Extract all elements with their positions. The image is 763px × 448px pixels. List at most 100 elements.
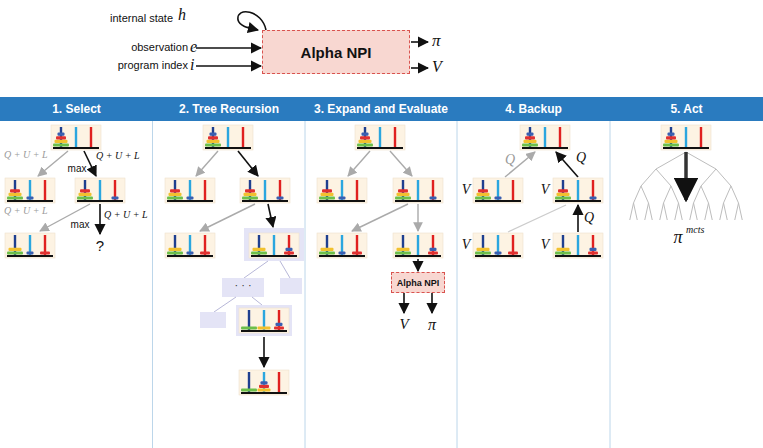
symbol: V [432, 58, 442, 76]
symbol: e [190, 38, 197, 56]
hanoi-state [249, 233, 299, 258]
hanoi-disk [357, 143, 373, 146]
search-tree-line [634, 203, 638, 220]
search-tree-line [645, 203, 649, 220]
hanoi-disk [359, 140, 372, 143]
state-ground [5, 178, 55, 203]
hanoi-disk [274, 326, 284, 329]
hanoi-state [239, 308, 289, 333]
symbol: V [541, 182, 550, 197]
hanoi-peg [685, 127, 687, 147]
hanoi-disk [495, 196, 502, 199]
recursion-box [222, 278, 264, 297]
search-tree-line [686, 152, 716, 169]
hanoi-disk [477, 248, 490, 251]
symbol: π [673, 228, 682, 248]
hanoi-disk [170, 189, 180, 192]
tree-arrow [99, 204, 101, 234]
state-ground [473, 178, 523, 203]
tree-arrow [390, 151, 412, 176]
search-tree-line [656, 152, 686, 169]
hanoi-disk [80, 189, 90, 192]
hanoi-base [205, 147, 251, 149]
input-arrow [196, 47, 261, 49]
hanoi-peg [273, 235, 275, 255]
state-ground [520, 125, 570, 150]
hanoi-disk [77, 196, 93, 199]
score-label: Q + U + L [96, 150, 140, 161]
hanoi-peg [227, 127, 229, 147]
hanoi-base [395, 200, 441, 202]
hanoi-disk [276, 323, 283, 326]
hanoi-disk [665, 140, 678, 143]
hanoi-disk [522, 143, 538, 146]
tree-arrow [431, 293, 433, 313]
hanoi-disk [475, 251, 491, 254]
hanoi-state [355, 125, 405, 150]
hanoi-peg [417, 235, 419, 255]
hanoi-disk [428, 251, 438, 254]
symbol: Q [576, 150, 586, 165]
hanoi-state [553, 233, 603, 258]
search-tree-line [705, 203, 709, 220]
hanoi-disk [360, 136, 370, 139]
search-tree-line [679, 203, 683, 220]
hanoi-disk [112, 196, 119, 199]
hanoi-disk [245, 189, 255, 192]
search-tree-line [664, 186, 672, 203]
hanoi-disk [210, 133, 217, 136]
step-header: 1. Select [0, 97, 153, 121]
column-divider [457, 121, 458, 448]
hanoi-peg [577, 180, 579, 200]
hanoi-disk [588, 251, 598, 254]
search-tree-line [709, 203, 713, 220]
search-tree-line [716, 169, 731, 186]
hanoi-base [319, 255, 365, 257]
state-ground [473, 233, 523, 258]
hanoi-disk [167, 196, 183, 199]
hanoi-disk [200, 251, 210, 254]
hanoi-base [241, 330, 287, 332]
search-tree-line [701, 186, 709, 203]
model-box-text: Alpha NPI [397, 278, 440, 288]
hanoi-disk [590, 196, 597, 199]
search-tree-line [731, 186, 739, 203]
hanoi-base [663, 147, 709, 149]
hanoi-state [75, 178, 125, 203]
step-header: 2. Tree Recursion [153, 97, 305, 121]
hanoi-disk [397, 248, 410, 251]
tree-arrow [417, 259, 419, 271]
hanoi-disk [169, 193, 182, 196]
hanoi-state [240, 178, 290, 203]
hanoi-base [522, 147, 568, 149]
state-ground [203, 125, 253, 150]
step-header-text: 4. Backup [505, 102, 562, 116]
hanoi-disk [253, 248, 266, 251]
score-label: Q + U + L [4, 205, 48, 216]
hanoi-peg [75, 127, 77, 147]
hanoi-disk [319, 196, 335, 199]
hanoi-disk [322, 189, 332, 192]
hanoi-state [553, 178, 603, 203]
hanoi-disk [430, 248, 437, 251]
hanoi-base [7, 255, 53, 257]
symbol: V [399, 316, 408, 333]
model-box-text: Alpha NPI [301, 44, 372, 61]
hanoi-state [203, 125, 253, 150]
search-tree-line [675, 203, 679, 220]
hanoi-disk [352, 251, 362, 254]
hanoi-peg [264, 180, 266, 200]
output-arrow [411, 41, 428, 43]
hanoi-peg [44, 180, 46, 200]
hanoi-base [395, 255, 441, 257]
recursion-box [236, 305, 292, 336]
hanoi-peg [544, 127, 546, 147]
hanoi-disk [56, 136, 66, 139]
ellipsis: · · · [234, 279, 251, 291]
hanoi-disk [495, 251, 502, 254]
hanoi-disk [321, 193, 334, 196]
hanoi-base [357, 147, 403, 149]
hanoi-base [251, 255, 297, 257]
tree-arrow [556, 152, 578, 177]
column-divider [152, 121, 153, 448]
